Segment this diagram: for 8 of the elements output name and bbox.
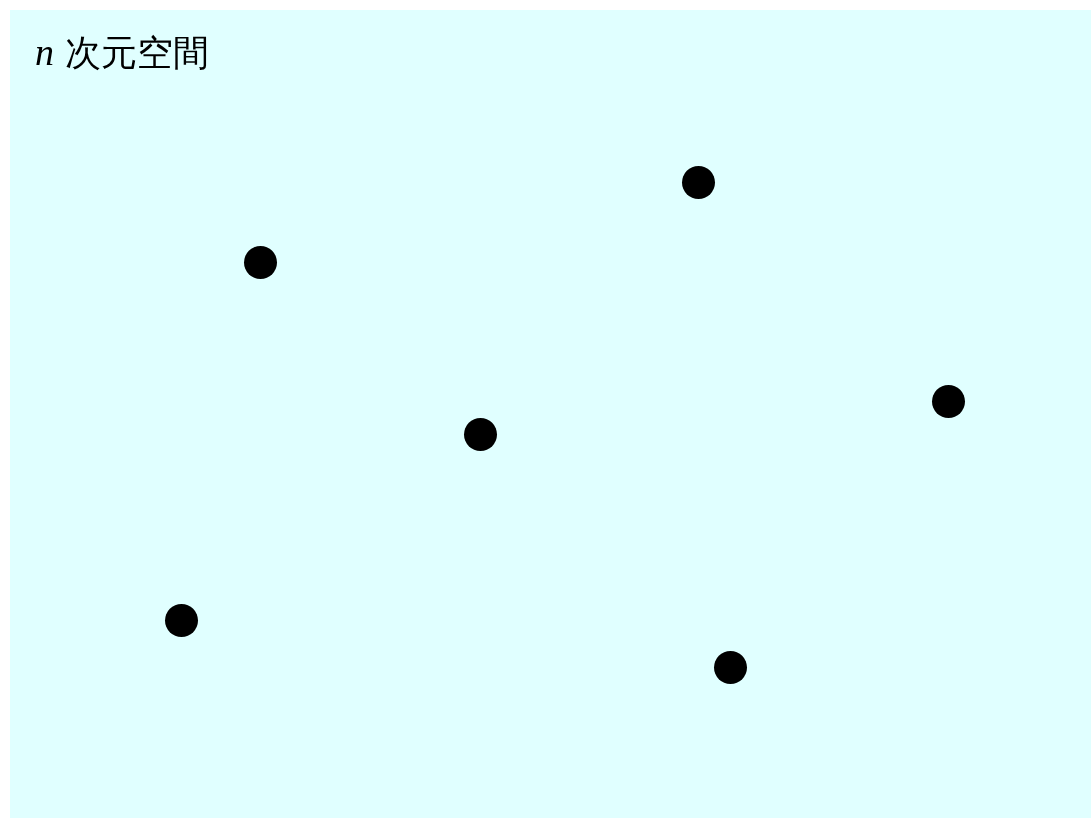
dot [463, 417, 497, 451]
dot [681, 165, 715, 199]
dot [931, 384, 965, 418]
dot [164, 603, 198, 637]
dot [713, 650, 747, 684]
panel [10, 10, 1091, 818]
dot [243, 245, 277, 279]
title-text: n 次元空間 [35, 30, 210, 75]
